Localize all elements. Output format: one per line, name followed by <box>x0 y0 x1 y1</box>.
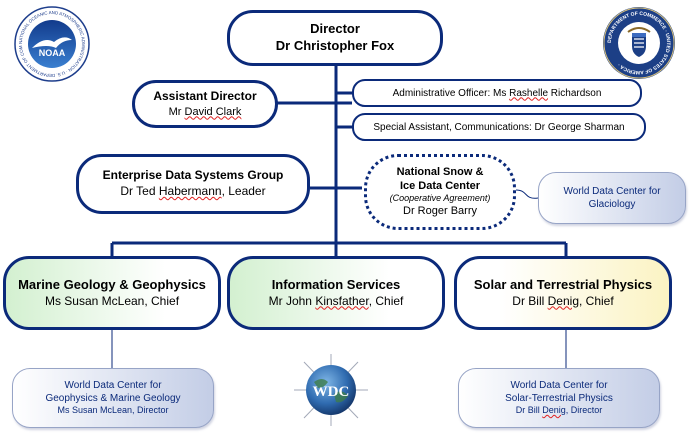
admin-officer-label: Administrative Officer: Ms Rashelle Rich… <box>392 87 602 99</box>
wdc-solar-pill: World Data Center for Solar-Terrestrial … <box>458 368 660 428</box>
wdc-glaciology-line1: World Data Center for <box>563 186 661 197</box>
wdc-solar-line1: World Data Center for <box>510 380 608 392</box>
assistant-director-name: Mr David Clark <box>168 105 242 118</box>
eds-group-title: Enterprise Data Systems Group <box>102 168 284 183</box>
marine-chief: Ms Susan McLean, Chief <box>44 293 180 308</box>
nsidc-title-line2: Ice Data Center <box>399 179 481 192</box>
wdc-glaciology-pill: World Data Center for Glaciology <box>538 172 686 224</box>
special-assistant-label: Special Assistant, Communications: Dr Ge… <box>373 121 625 133</box>
eds-group-box: Enterprise Data Systems Group Dr Ted Hab… <box>76 154 310 214</box>
admin-officer-box: Administrative Officer: Ms Rashelle Rich… <box>352 79 642 107</box>
director-name: Dr Christopher Fox <box>275 38 395 53</box>
eds-group-leader: Dr Ted Habermann, Leader <box>120 184 266 198</box>
info-services-box: Information Services Mr John Kinsfather,… <box>227 256 445 330</box>
director-title: Director <box>310 21 360 37</box>
nsidc-note: (Cooperative Agreement) <box>389 193 491 204</box>
assistant-director-box: Assistant Director Mr David Clark <box>132 80 278 128</box>
wdc-marine-line2: Geophysics & Marine Geology <box>45 393 181 405</box>
noaa-logo: NATIONAL OCEANIC AND ATMOSPHERIC ADMINIS… <box>12 2 90 82</box>
nsidc-title-line1: National Snow & <box>396 165 484 178</box>
nsidc-glaciology-connector <box>515 189 539 199</box>
info-services-chief: Mr John Kinsfather, Chief <box>268 293 404 308</box>
solar-box: Solar and Terrestrial Physics Dr Bill De… <box>454 256 672 330</box>
wdc-logo: WDC <box>292 352 370 428</box>
info-services-title: Information Services <box>271 276 401 292</box>
solar-chief: Dr Bill Denig, Chief <box>512 293 614 308</box>
solar-title: Solar and Terrestrial Physics <box>473 276 653 292</box>
wdc-solar-line2: Solar-Terrestrial Physics <box>505 393 613 405</box>
nsidc-director: Dr Roger Barry <box>403 204 477 217</box>
wdc-glaciology-line2: Glaciology <box>588 199 636 210</box>
director-box: Director Dr Christopher Fox <box>227 10 443 66</box>
wdc-marine-director: Ms Susan McLean, Director <box>57 405 169 416</box>
nsidc-box: National Snow & Ice Data Center (Coopera… <box>364 154 516 230</box>
noaa-logo-text: NOAA <box>39 48 66 58</box>
special-assistant-box: Special Assistant, Communications: Dr Ge… <box>352 113 646 141</box>
wdc-marine-line1: World Data Center for <box>64 380 162 392</box>
assistant-director-title: Assistant Director <box>153 89 257 104</box>
commerce-seal: DEPARTMENT OF COMMERCE · UNITED STATES O… <box>602 6 676 80</box>
marine-box: Marine Geology & Geophysics Ms Susan McL… <box>3 256 221 330</box>
wdc-logo-text: WDC <box>313 384 350 400</box>
marine-title: Marine Geology & Geophysics <box>18 276 206 292</box>
wdc-solar-director: Dr Bill Denig, Director <box>515 405 603 416</box>
wdc-marine-pill: World Data Center for Geophysics & Marin… <box>12 368 214 428</box>
